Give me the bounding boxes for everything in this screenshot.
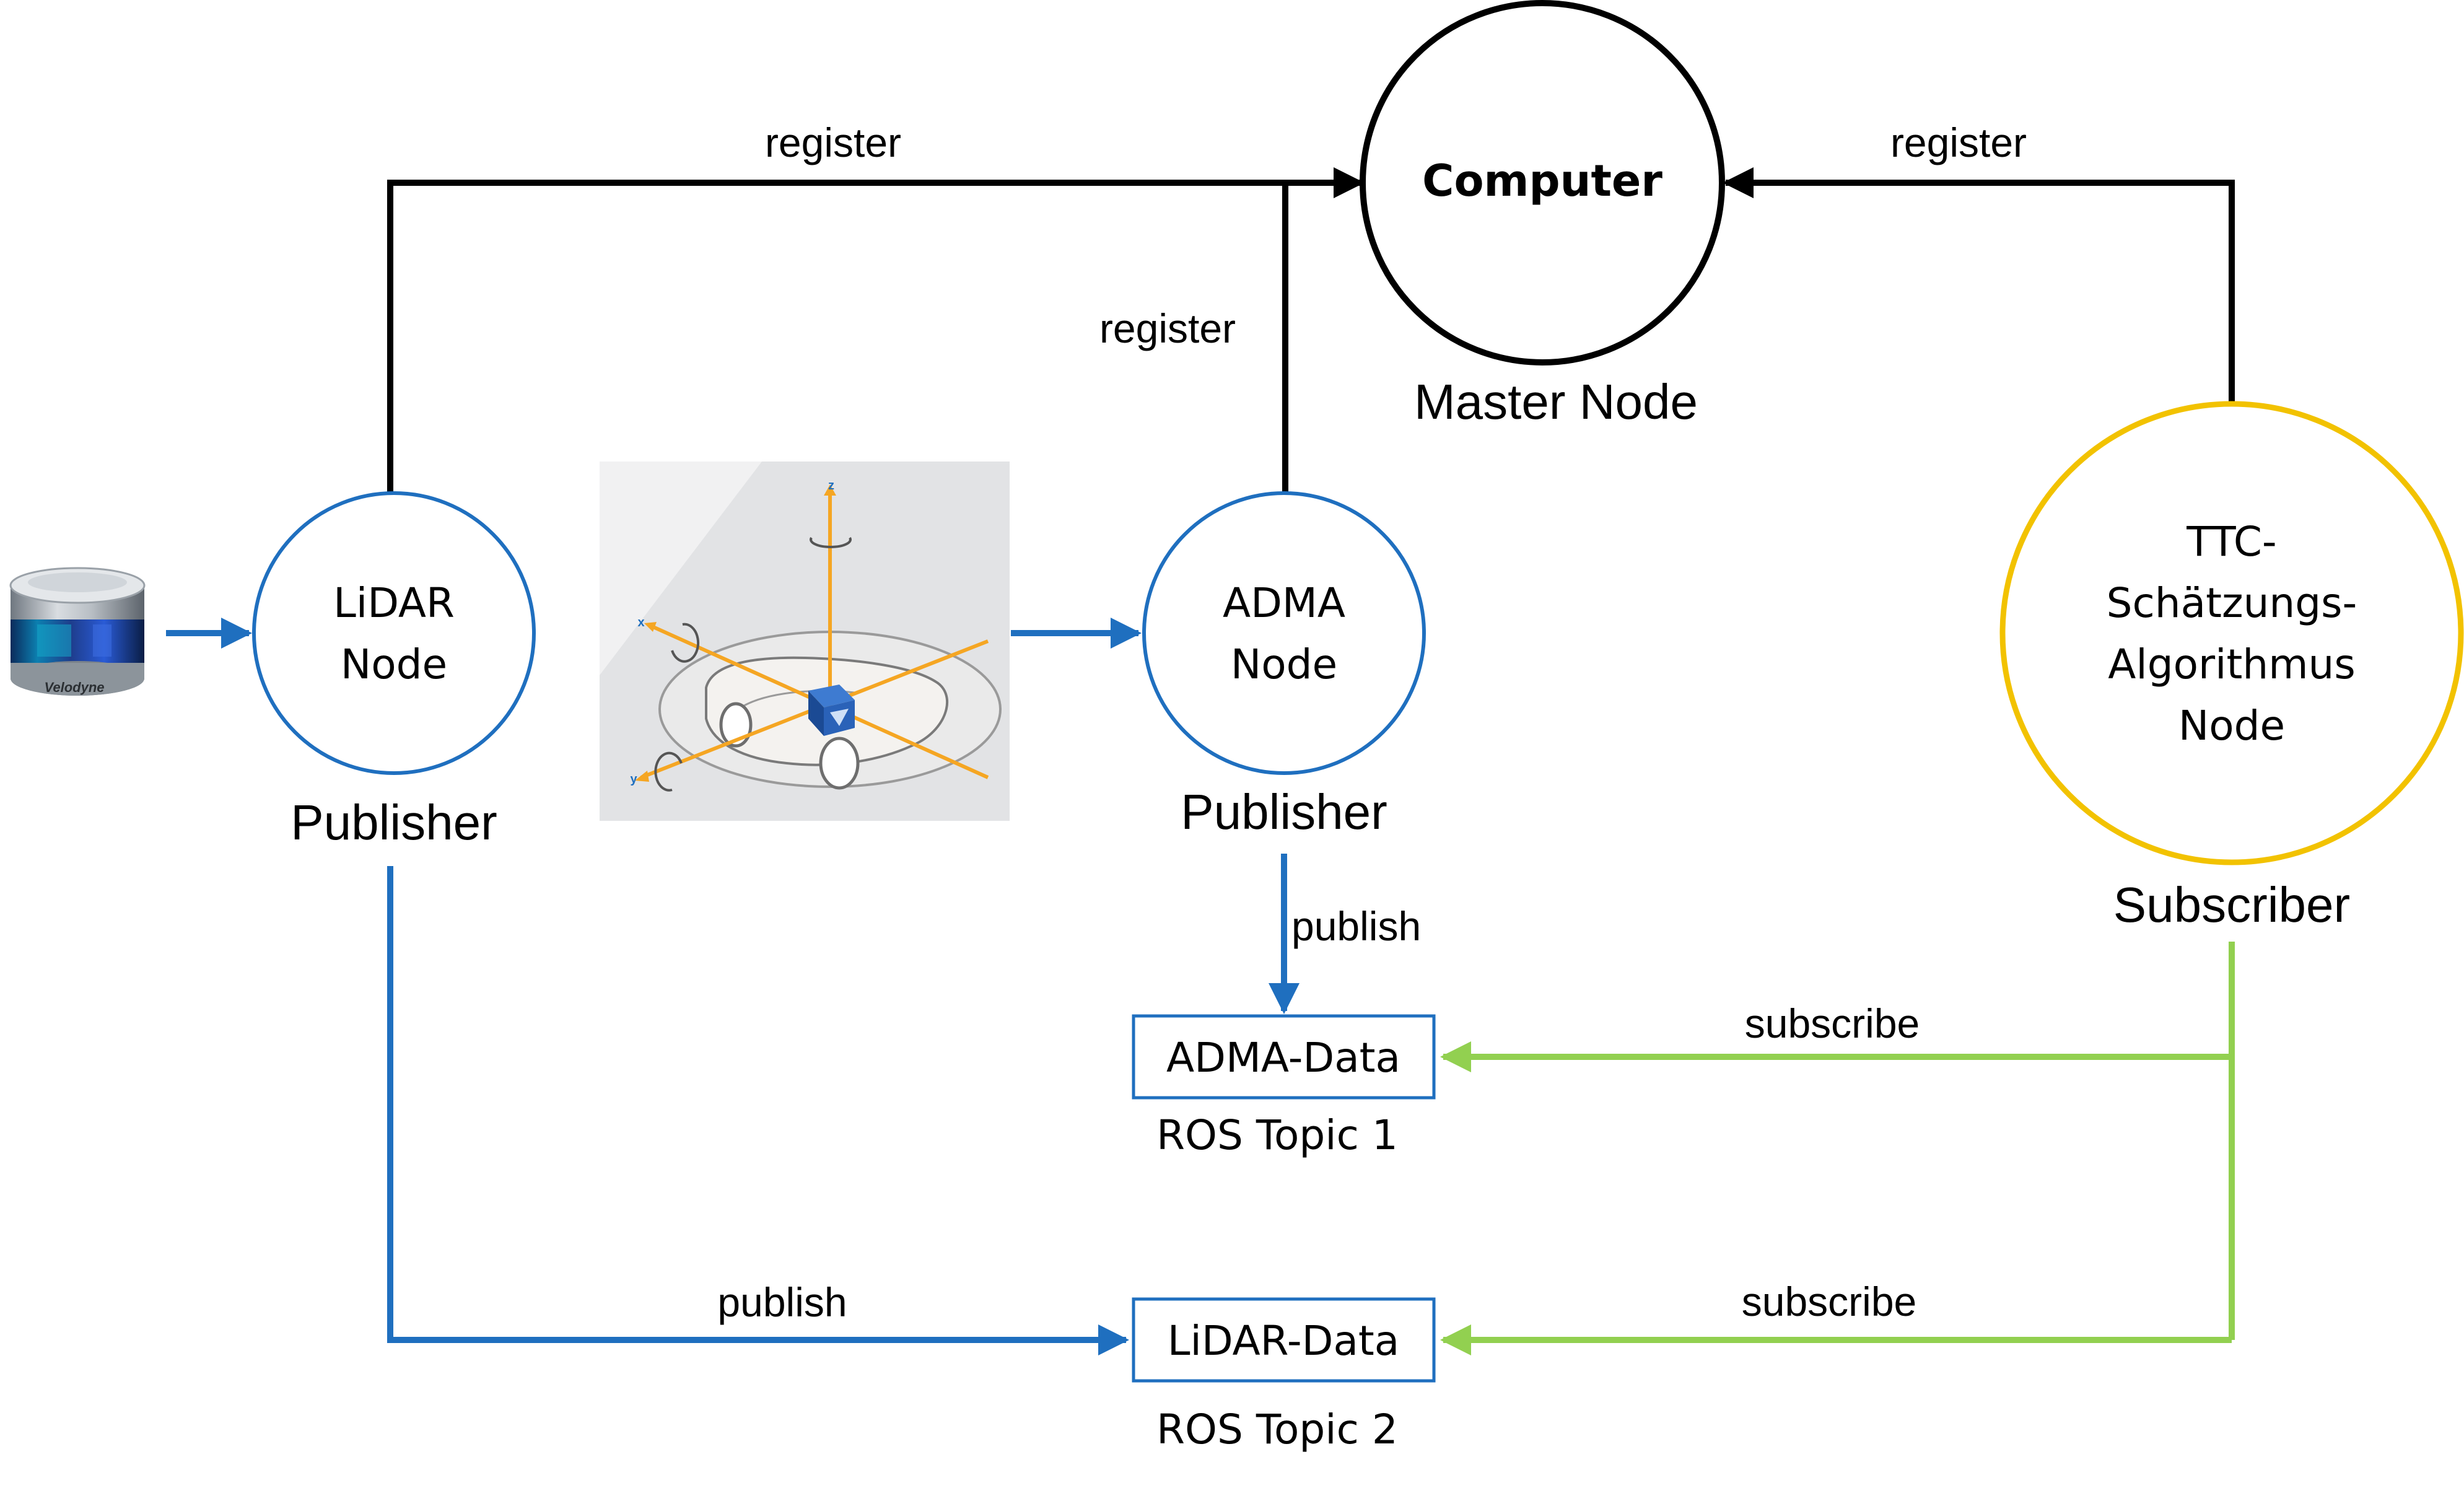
master-node-caption: Master Node — [1414, 374, 1698, 429]
topic-adma-caption: ROS Topic 1 — [1156, 1111, 1398, 1159]
lidar-node-label-line2: Node — [341, 641, 447, 688]
edge-label-ttc-register: register — [1890, 120, 2027, 165]
lidar-node-role: Publisher — [291, 795, 497, 850]
edge-lidar-publish — [387, 866, 1129, 1355]
topic-adma-box — [1132, 1014, 1436, 1100]
lidar-node-label-line1: LiDAR — [333, 579, 455, 627]
topic-lidar-box — [1132, 1297, 1436, 1383]
imu-axis-z-label: z — [828, 479, 834, 492]
master-node-circle — [1360, 0, 1725, 365]
edge-label-subscribe-lidar: subscribe — [1742, 1279, 1916, 1324]
velodyne-lidar-icon: Velodyne — [9, 567, 146, 696]
ttc-node-label-line2: Schätzungs- — [2107, 579, 2357, 627]
adma-node-label-line2: Node — [1231, 641, 1337, 688]
adma-node-role: Publisher — [1181, 784, 1387, 839]
edge-label-lidar-publish: publish — [717, 1279, 847, 1325]
topic-lidar-caption: ROS Topic 2 — [1156, 1406, 1398, 1453]
topic-adma-label: ADMA-Data — [1166, 1034, 1400, 1082]
edge-label-lidar-register: register — [765, 120, 901, 165]
adma-node-label-line1: ADMA — [1223, 579, 1345, 627]
imu-axis-y-label: y — [630, 772, 637, 786]
velodyne-brand-label: Velodyne — [45, 680, 105, 695]
ttc-node-label-line1: TTC- — [2186, 518, 2277, 566]
ttc-node-role: Subscriber — [2113, 877, 2350, 932]
imu-axis-x-label: x — [637, 616, 644, 629]
edge-label-subscribe-adma: subscribe — [1745, 1000, 1920, 1046]
lidar-node-circle — [252, 491, 536, 775]
edge-label-adma-publish: publish — [1291, 903, 1421, 949]
ttc-node-circle — [1999, 401, 2464, 865]
edge-ttc-register — [1723, 167, 2235, 404]
imu-vehicle-illustration: z x y — [600, 462, 1010, 821]
topic-lidar-label: LiDAR-Data — [1168, 1317, 1400, 1365]
edge-label-adma-register: register — [1099, 305, 1236, 351]
ttc-node-label-line3: Algorithmus — [2108, 641, 2355, 688]
ttc-node-label-line4: Node — [2178, 702, 2285, 750]
adma-node-circle — [1142, 491, 1426, 775]
edge-lidar-register — [387, 167, 1365, 492]
master-node-label: Computer — [1422, 155, 1662, 206]
